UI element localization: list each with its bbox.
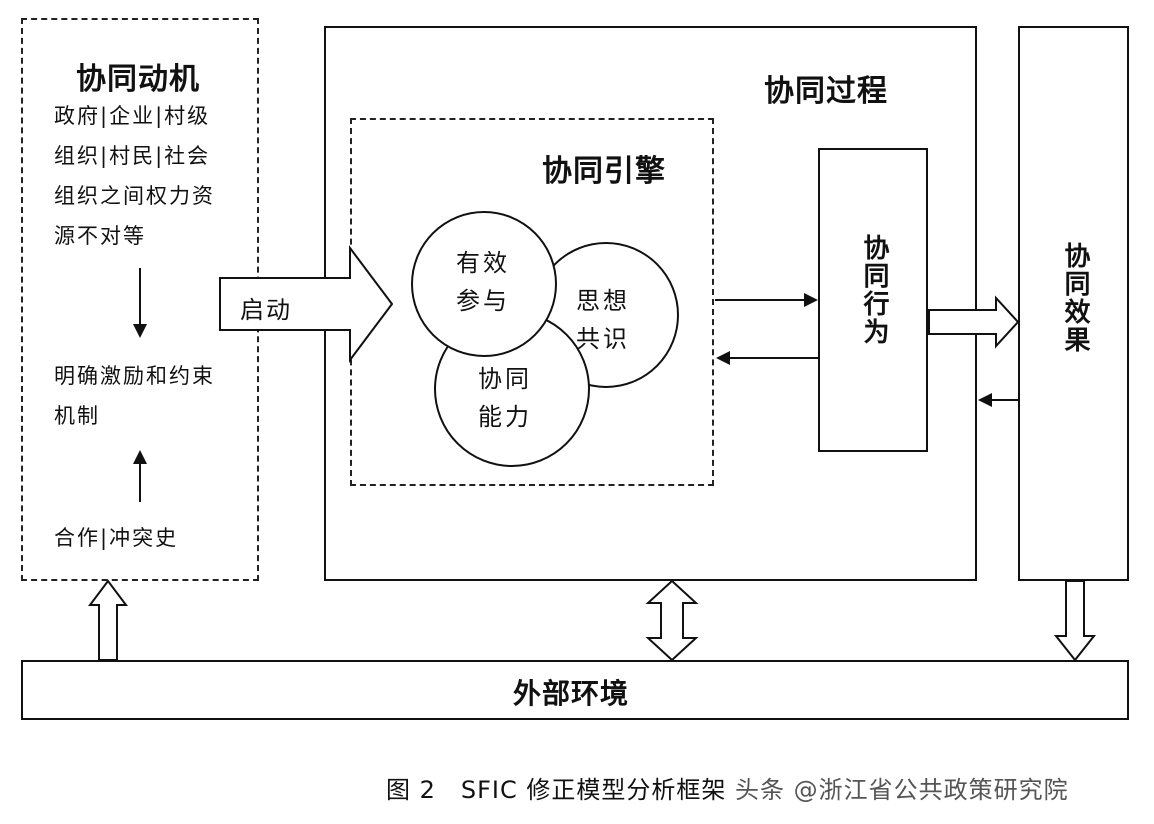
capability-line: 能力 <box>478 403 532 431</box>
arrow-up-head <box>133 450 147 464</box>
motivation-text-mid: 明确激励和约束 机制 <box>54 356 215 436</box>
consensus-line: 思想 <box>576 287 630 315</box>
environment-label: 外部环境 <box>513 677 630 710</box>
arrow-effect-to-process-head <box>978 393 992 407</box>
effect-label: 协同效果 <box>1060 242 1090 354</box>
arrow-behavior-to-effect <box>928 295 1020 349</box>
start-arrow <box>219 245 394 363</box>
participation-line: 有效 <box>456 249 510 277</box>
circle-participation <box>411 211 557 357</box>
motivation-line: 明确激励和约束 <box>54 364 215 388</box>
start-arrow-label: 启动 <box>240 296 292 324</box>
consensus-line: 共识 <box>576 325 630 353</box>
figure-caption: 图 2 SFIC 修正模型分析框架 头条 @浙江省公共政策研究院 <box>386 770 1069 805</box>
environment-box: 外部环境 <box>21 660 1129 720</box>
consensus-label: 思想 共识 <box>558 282 648 358</box>
caption-watermark: 头条 @浙江省公共政策研究院 <box>735 776 1069 804</box>
motivation-text-bottom: 合作|冲突史 <box>54 518 178 558</box>
capability-label: 协同 能力 <box>460 360 550 436</box>
motivation-line: 合作|冲突史 <box>54 526 179 550</box>
behavior-label: 协同行为 <box>859 234 889 346</box>
process-title: 协同过程 <box>764 74 888 109</box>
participation-label: 有效 参与 <box>438 244 528 320</box>
motivation-line: 机制 <box>54 404 100 428</box>
caption-text: 图 2 SFIC 修正模型分析框架 <box>386 776 727 804</box>
behavior-box: 协同行为 <box>818 148 928 452</box>
arrow-down-head <box>133 324 147 338</box>
participation-line: 参与 <box>456 287 510 315</box>
effect-box: 协同效果 <box>1018 26 1129 581</box>
motivation-line: 政府|企业|村级 <box>54 104 211 128</box>
capability-line: 协同 <box>478 365 532 393</box>
motivation-text-top: 政府|企业|村级 组织|村民|社会 组织之间权力资 源不对等 <box>54 96 215 256</box>
arrow-env-to-motivation <box>88 579 128 661</box>
arrow-engine-to-behavior-head <box>804 293 818 307</box>
motivation-title: 协同动机 <box>76 62 200 97</box>
arrow-effect-to-env <box>1053 580 1097 662</box>
motivation-line: 源不对等 <box>54 224 146 248</box>
motivation-line: 组织|村民|社会 <box>54 144 211 168</box>
engine-title: 协同引擎 <box>542 154 666 189</box>
arrow-behavior-to-engine-head <box>716 351 730 365</box>
motivation-line: 组织之间权力资 <box>54 184 215 208</box>
arrow-env-process-double <box>645 579 699 662</box>
